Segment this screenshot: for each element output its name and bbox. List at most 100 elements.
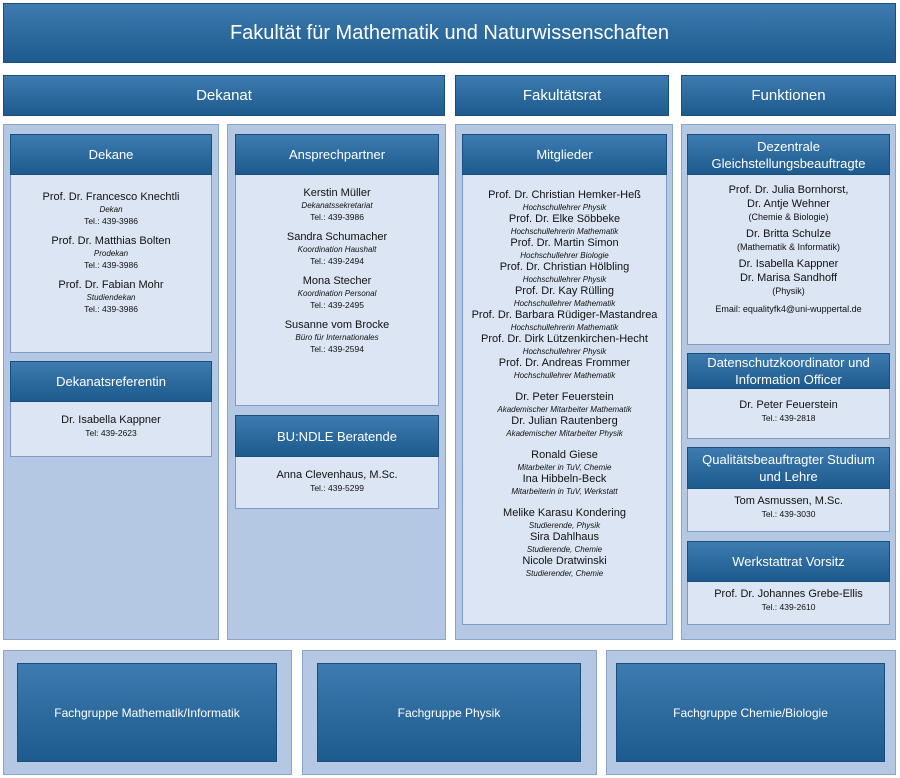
member-name: Prof. Dr. Christian Hemker-Heß [488, 189, 641, 201]
gleichstellung-line: (Chemie & Biologie) [748, 212, 829, 222]
box-header-dekane: Dekane [10, 134, 212, 175]
person-tel: Tel.: 439-2818 [761, 413, 816, 423]
gleichstellung-line: Dr. Britta Schulze [746, 228, 831, 240]
member-name: Prof. Dr. Martin Simon [510, 237, 619, 249]
box-header-qualitaet: Qualitätsbeauftragter Studium und Lehre [687, 447, 890, 489]
box-header-datenschutz: Datenschutzkoordinator und Information O… [687, 353, 890, 389]
box-header-werkstattrat: Werkstattrat Vorsitz [687, 541, 890, 582]
fachgruppe-physik[interactable]: Fachgruppe Physik [317, 663, 581, 762]
person-name: Dr. Isabella Kappner [61, 414, 161, 426]
member-name: Dr. Julian Rautenberg [511, 415, 618, 427]
member-role: Mitarbeiterin in TuV, Werkstatt [511, 487, 618, 496]
person-role: Büro für Internationales [295, 333, 379, 342]
column-header-dekanat: Dekanat [3, 75, 445, 116]
gleichstellung-line: Dr. Antje Wehner [747, 198, 830, 210]
box-header-gleichstellung: Dezentrale Gleichstellungsbeauftragte [687, 134, 890, 175]
person-tel: Tel.: 439-3986 [84, 260, 138, 270]
person-name: Kerstin Müller [303, 187, 371, 199]
member-role: Studierende, Physik [528, 521, 601, 530]
person-name: Sandra Schumacher [286, 231, 388, 243]
person-tel: Tel.: 439-2494 [310, 256, 364, 266]
person-name: Susanne vom Brocke [284, 319, 390, 331]
member-name: Prof. Dr. Kay Rülling [514, 285, 615, 297]
person-name: Prof. Dr. Johannes Grebe-Ellis [714, 588, 863, 600]
person-tel: Tel.: 439-5299 [310, 483, 364, 493]
member-name: Melike Karasu Kondering [503, 507, 626, 519]
member-name: Prof. Dr. Dirk Lützenkirchen-Hecht [481, 333, 648, 345]
member-role: Hochschullehrer Biologie [520, 251, 609, 260]
gleichstellung-line: Prof. Dr. Julia Bornhorst, [728, 184, 849, 196]
member-role: Hochschullehrer Mathematik [513, 299, 616, 308]
fachgruppe-mathematik-informatik[interactable]: Fachgruppe Mathematik/Informatik [17, 663, 277, 762]
member-role: Akademischer Mitarbeiter Mathematik [497, 405, 632, 414]
member-name: Dr. Peter Feuerstein [515, 391, 614, 403]
person-role: Studiendekan [86, 293, 136, 302]
member-name: Nicole Dratwinski [522, 555, 607, 567]
box-body-gleichstellung: Prof. Dr. Julia Bornhorst, Dr. Antje Wehn… [687, 175, 890, 345]
group-spacer [463, 439, 666, 449]
group-spacer [463, 497, 666, 507]
box-header-ansprechpartner: Ansprechpartner [235, 134, 439, 175]
member-name: Prof. Dr. Barbara Rüdiger-Mastandrea [471, 309, 658, 321]
box-body-bundle: Anna Clevenhaus, M.Sc. Tel.: 439-5299 [235, 457, 439, 509]
fachgruppe-chemie-biologie[interactable]: Fachgruppe Chemie/Biologie [616, 663, 885, 762]
person-role: Prodekan [93, 249, 129, 258]
person-tel: Tel.: 439-2594 [310, 344, 364, 354]
email-link[interactable]: Email: equalityfk4@uni-wuppertal.de [715, 304, 862, 314]
member-role: Hochschullehrer Physik [522, 203, 607, 212]
person-tel: Tel.: 439-3030 [761, 509, 816, 519]
member-name: Prof. Dr. Elke Söbbeke [508, 213, 621, 225]
person-role: Dekanatssekretariat [301, 201, 373, 210]
person-name: Dr. Peter Feuerstein [739, 399, 838, 411]
member-role: Hochschullehrer Physik [522, 347, 607, 356]
box-header-referentin: Dekanatsreferentin [10, 361, 212, 402]
group-spacer [463, 381, 666, 391]
person-tel: Tel.: 439-2495 [310, 300, 364, 310]
person-name: Prof. Dr. Matthias Bolten [51, 235, 171, 247]
gleichstellung-line: Dr. Isabella Kappner [738, 258, 839, 270]
person-role: Koordination Personal [297, 289, 377, 298]
person-tel: Tel.: 439-3986 [310, 212, 364, 222]
gleichstellung-line: Dr. Marisa Sandhoff [739, 272, 837, 284]
member-role: Studierender, Chemie [525, 569, 604, 578]
member-role: Mitarbeiter in TuV, Chemie [517, 463, 612, 472]
person-entry: Tom Asmussen, M.Sc. Tel.: 439-3030 [688, 495, 889, 520]
person-name: Anna Clevenhaus, M.Sc. [276, 469, 398, 481]
member-role: Hochschullehrer Physik [522, 275, 607, 284]
column-header-fakultaetsrat: Fakultätsrat [455, 75, 669, 116]
box-body-qualitaet: Tom Asmussen, M.Sc. Tel.: 439-3030 [687, 489, 890, 532]
member-role: Akademischer Mitarbeiter Physik [506, 429, 623, 438]
person-tel: Tel.: 439-3986 [84, 304, 138, 314]
person-role: Koordination Haushalt [297, 245, 377, 254]
person-name: Tom Asmussen, M.Sc. [734, 495, 843, 507]
member-name: Ina Hibbeln-Beck [522, 473, 607, 485]
person-tel: Tel.: 439-3986 [84, 216, 138, 226]
member-role: Hochschullehrerin Mathematik [510, 227, 619, 236]
person-tel: Tel.: 439-2610 [761, 602, 816, 612]
faculty-title: Fakultät für Mathematik und Naturwissens… [3, 3, 896, 63]
member-name: Prof. Dr. Andreas Frommer [498, 357, 631, 369]
member-name: Ronald Giese [531, 449, 598, 461]
gleichstellung-line: (Mathematik & Informatik) [736, 242, 841, 252]
member-role: Hochschullehrer Mathematik [513, 371, 616, 380]
member-name: Prof. Dr. Christian Hölbling [499, 261, 630, 273]
person-name: Prof. Dr. Francesco Knechtli [42, 191, 180, 203]
person-tel: Tel: 439-2623 [85, 428, 137, 438]
box-header-bundle: BU:NDLE Beratende [235, 415, 439, 457]
person-name: Prof. Dr. Fabian Mohr [58, 279, 164, 291]
